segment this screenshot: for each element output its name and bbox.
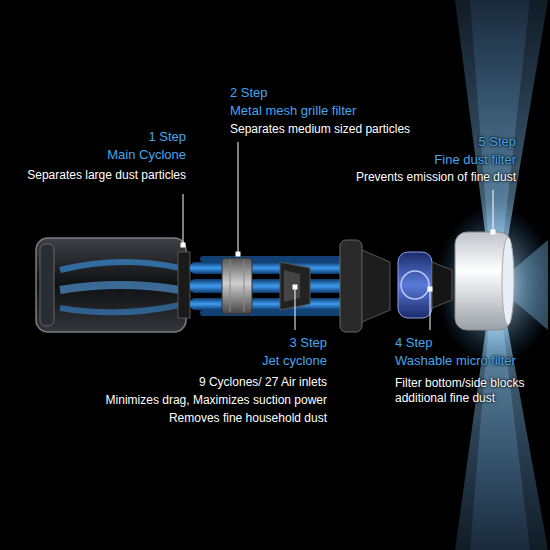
step-title: Fine dust filter [434,152,516,168]
step-description: Separates large dust particles [27,168,186,183]
step-title: Main Cyclone [107,147,186,163]
step-description: Filter bottom/side blocks additional fin… [395,376,543,406]
step-description: Minimizes drag, Maximizes suction power [106,393,327,408]
step-number: 3 Step [289,335,327,351]
step-title: Metal mesh grille filter [230,103,356,119]
step-number: 2 Step [230,85,268,101]
step-number: 4 Step [395,335,433,351]
step-title: Jet cyclone [262,353,327,369]
step-description: Prevents emission of fine dust [356,170,516,185]
step-description: 9 Cyclones/ 27 Air inlets [199,375,327,390]
step-title: Washable micro filter [395,353,516,369]
step-description: Removes fine household dust [169,411,327,426]
step-number: 1 Step [148,129,186,145]
step-description: Separates medium sized particles [230,122,410,137]
step-number: 5 Step [478,134,516,150]
